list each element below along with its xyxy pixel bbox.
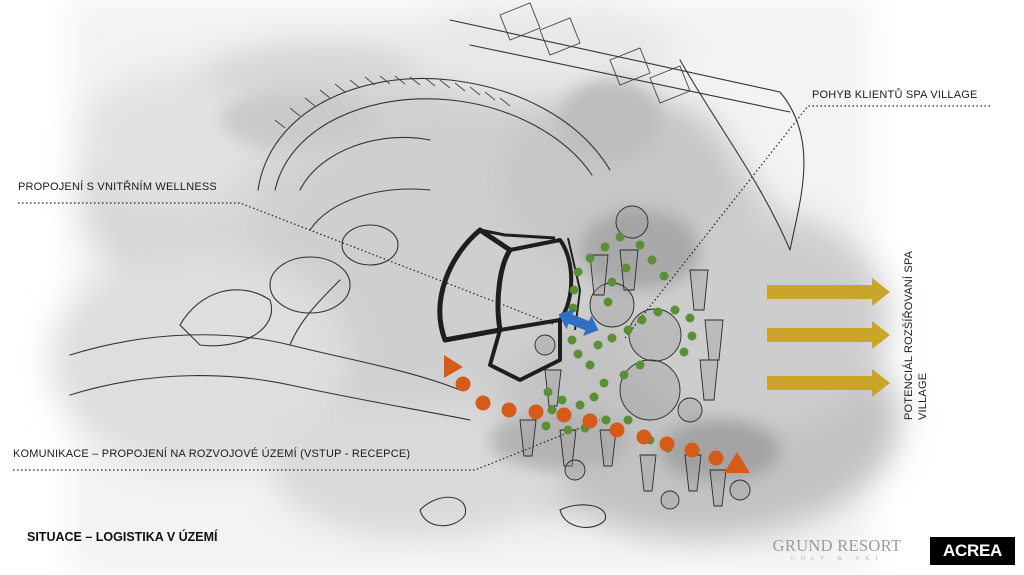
leader-lines [13, 105, 990, 471]
spa-village-movement-label: POHYB KLIENTŮ SPA VILLAGE [812, 89, 978, 101]
gold-arrow-right-icon [767, 278, 890, 306]
road-path-orange [444, 355, 750, 473]
slide-title: SITUACE – LOGISTIKA V ÚZEMÍ [27, 530, 218, 544]
grund-resort-logo: GRUND RESORT GOLF & SKI [761, 537, 913, 569]
wellness-connection-label: PROPOJENÍ S VNITŘNÍM WELLNESS [18, 181, 217, 193]
road-network [69, 19, 805, 528]
grund-resort-logo-subtext: GOLF & SKI [790, 556, 884, 562]
spa-cabins [519, 205, 751, 510]
orange-triangle-icon [724, 452, 750, 473]
acrea-logo: ACREA [930, 537, 1015, 565]
gold-arrow-right-icon [767, 369, 890, 397]
orange-triangle-icon [444, 355, 463, 378]
watercolor-darker [220, 80, 780, 480]
blue-double-arrow-icon [558, 308, 599, 336]
road-connection-label: KOMUNIKACE – PROPOJENÍ NA ROZVOJOVÉ ÚZEM… [13, 448, 411, 460]
grund-resort-logo-text: GRUND RESORT [772, 536, 902, 555]
parking-bays [274, 2, 691, 129]
gold-arrow-right-icon [767, 321, 890, 349]
expansion-arrows [767, 278, 890, 397]
